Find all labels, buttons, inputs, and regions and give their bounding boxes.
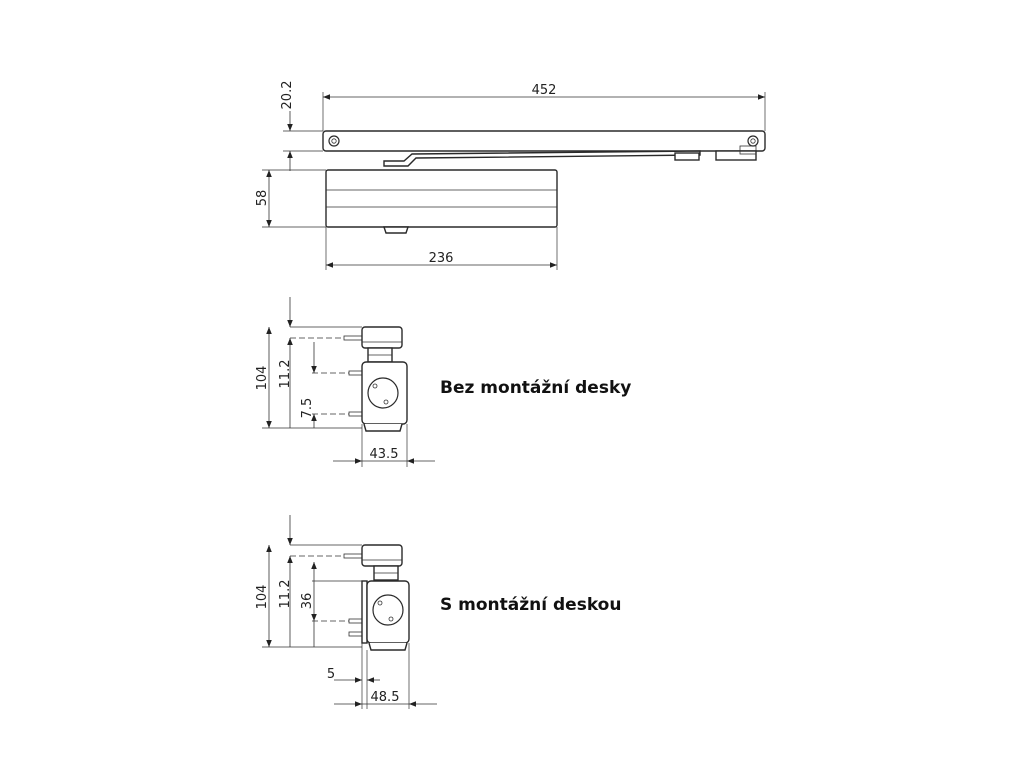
closer-spindle: [383, 226, 409, 234]
screw-stub-top: [343, 335, 363, 341]
closer-foot: [368, 642, 408, 651]
screw-stub-low: [348, 411, 363, 417]
dim-label-104: 104: [255, 585, 270, 610]
spindle-dot-2: [388, 616, 394, 622]
caption-without-plate: Bez montážní desky: [440, 378, 631, 398]
dim-label-48: 48.5: [371, 690, 400, 705]
dim-label-20: 20.2: [280, 81, 295, 110]
rail-end-cap: [715, 150, 757, 161]
mounting-plate: [361, 580, 368, 644]
caption-with-plate: S montážní deskou: [440, 595, 621, 615]
spindle-circle: [372, 594, 404, 626]
spindle-dot-1: [377, 600, 383, 606]
rail-screw-right-inner: [750, 138, 756, 144]
closer-foot: [363, 423, 403, 432]
side-view-with-plate: 104 11.2 36 5 48.5 S montážní deskou: [255, 515, 621, 709]
dim-label-43: 43.5: [370, 447, 399, 462]
top-view: 452 20.2 58 236: [255, 81, 766, 270]
rail-screw-left: [328, 135, 340, 147]
rail-end-block: [739, 145, 757, 155]
dim-label-7: 7.5: [300, 398, 315, 419]
spindle-dot-1: [372, 383, 378, 389]
spindle-dot-2: [383, 399, 389, 405]
dim-label-5: 5: [327, 667, 335, 682]
closer-arm: [383, 150, 701, 167]
dim-label-452: 452: [532, 83, 557, 98]
screw-stub-top: [343, 553, 363, 559]
dim-label-11: 11.2: [278, 360, 293, 389]
dim-label-236: 236: [429, 251, 454, 266]
dim-label-11: 11.2: [278, 580, 293, 609]
spindle-circle: [367, 377, 399, 409]
screw-stub-mid: [348, 370, 363, 376]
rail-block: [361, 326, 403, 349]
rail-screw-left-inner: [331, 138, 337, 144]
dim-label-36: 36: [300, 593, 315, 610]
rail-block: [361, 544, 403, 567]
closer-section: [361, 361, 408, 425]
closer-body: [325, 169, 558, 228]
dim-label-104: 104: [255, 366, 270, 391]
slide-rail: [322, 130, 766, 152]
side-view-without-plate: 104 11.2 7.5 43.5 Bez montážní desky: [255, 297, 631, 467]
dim-label-58: 58: [255, 190, 270, 207]
arm-slider: [674, 152, 700, 161]
